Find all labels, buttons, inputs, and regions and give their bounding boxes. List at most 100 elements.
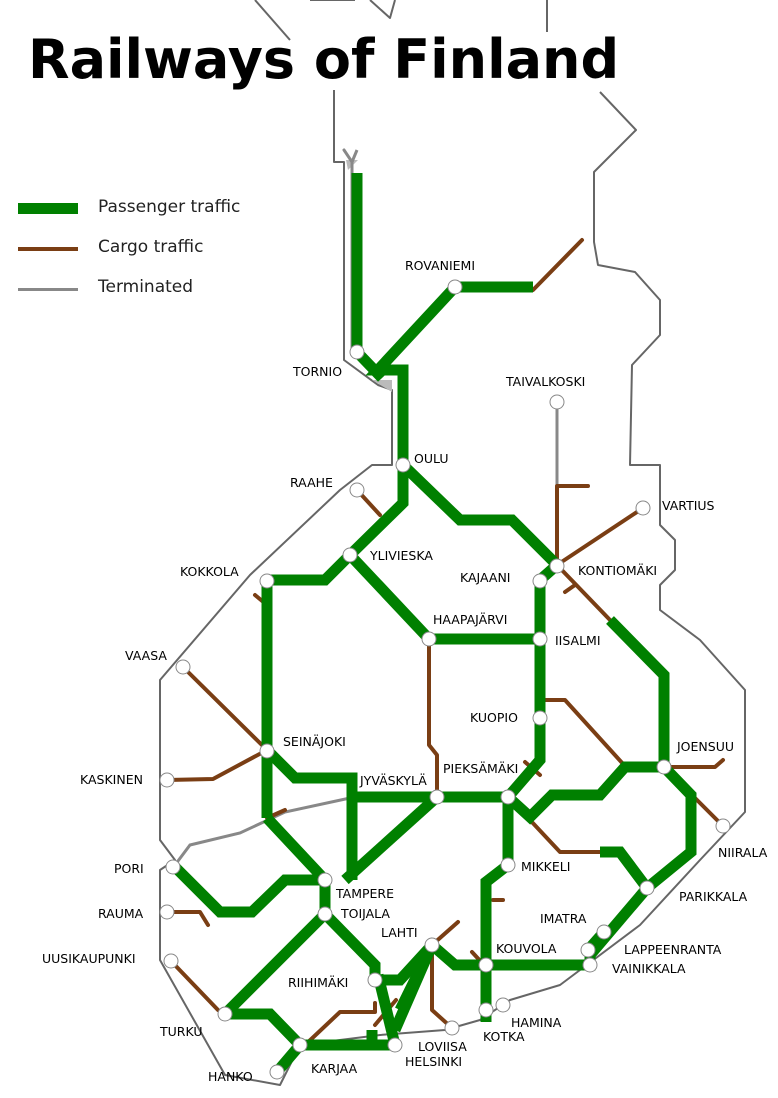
station-marker-rovaniemi[interactable] [447, 279, 463, 295]
station-label-raahe: RAAHE [290, 475, 333, 490]
station-marker-jyvaskyla[interactable] [429, 789, 445, 805]
cargo-line-taivalkoski [555, 484, 590, 567]
station-marker-helsinki[interactable] [387, 1037, 403, 1053]
cargo-line-hanko-helsinki [303, 1001, 377, 1047]
station-label-uusikaupunki: UUSIKAUPUNKI [42, 951, 136, 966]
station-marker-tampere[interactable] [317, 872, 333, 888]
passenger-line-ylivieska-kokkola [267, 551, 354, 586]
station-marker-riihimaki[interactable] [367, 972, 383, 988]
station-label-iisalmi: IISALMI [555, 633, 601, 648]
border-north-right [369, 0, 396, 19]
station-label-imatra: IMATRA [540, 911, 587, 926]
station-label-pori: PORI [114, 861, 144, 876]
station-label-ylivieska: YLIVIESKA [369, 548, 433, 563]
map-title: Railways of Finland [28, 28, 620, 91]
station-marker-hamina[interactable] [495, 997, 511, 1013]
station-label-joensuu: JOENSUU [676, 739, 734, 754]
station-label-vainikkala: VAINIKKALA [612, 961, 686, 976]
station-marker-vaasa[interactable] [175, 659, 191, 675]
border-main [159, 90, 746, 1086]
passenger-line-kontiomaki-joensuu [606, 616, 670, 767]
passenger-line-pori-tampere [171, 863, 325, 918]
station-marker-seinajoki[interactable] [259, 743, 275, 759]
station-label-rauma: RAUMA [98, 906, 144, 921]
station-marker-kuopio[interactable] [532, 710, 548, 726]
station-label-vaasa: VAASA [125, 648, 167, 663]
passenger-line-lahti-kerava [395, 942, 437, 1013]
station-marker-kajaani[interactable] [532, 573, 548, 589]
station-label-haapajarvi: HAAPAJÄRVI [433, 612, 507, 627]
station-marker-imatra[interactable] [596, 924, 612, 940]
station-marker-toijala[interactable] [317, 906, 333, 922]
station-marker-uusikaupunki[interactable] [163, 953, 179, 969]
cargo-line-rauma [165, 910, 210, 927]
station-marker-kouvola[interactable] [478, 957, 494, 973]
legend-label-terminated: Terminated [98, 277, 194, 297]
legend-swatch-cargo [18, 247, 78, 251]
station-marker-taivalkoski[interactable] [549, 394, 565, 410]
station-label-tampere: TAMPERE [335, 886, 394, 901]
station-label-rovaniemi: ROVANIEMI [405, 258, 475, 273]
station-marker-haapajarvi[interactable] [421, 631, 437, 647]
passenger-line-pieksamaki-kouvola [480, 797, 514, 1010]
passenger-line-jyvaskyla-tampere [341, 792, 441, 885]
station-label-kaskinen: KASKINEN [80, 772, 143, 787]
station-marker-joensuu[interactable] [656, 759, 672, 775]
cargo-line-kontiomaki-stub [563, 583, 577, 594]
station-label-pieksamaki: PIEKSÄMÄKI [443, 761, 518, 776]
legend-item-cargo: Cargo traffic [18, 237, 278, 261]
station-marker-raahe[interactable] [349, 482, 365, 498]
station-marker-vainikkala[interactable] [582, 957, 598, 973]
cargo-line-vartius [555, 506, 645, 567]
station-marker-tornio[interactable] [349, 344, 365, 360]
station-label-oulu: OULU [414, 451, 448, 466]
cargo-line-vaasa [181, 665, 269, 752]
station-marker-parikkala[interactable] [639, 880, 655, 896]
station-label-kotka: KOTKA [483, 1029, 525, 1044]
station-marker-loviisa[interactable] [444, 1020, 460, 1036]
legend-item-terminated: Terminated [18, 277, 278, 301]
station-marker-kontiomaki[interactable] [549, 558, 565, 574]
station-marker-kaskinen[interactable] [159, 772, 175, 788]
station-label-karjaa: KARJAA [311, 1061, 358, 1076]
passenger-line-oulu-kontiomaki [399, 461, 561, 569]
station-marker-niirala[interactable] [715, 818, 731, 834]
tornio-border-strip-2 [372, 380, 392, 392]
station-label-niirala: NIIRALA [718, 845, 768, 860]
station-marker-turku[interactable] [217, 1006, 233, 1022]
passenger-line-riihimaki-helsinki [372, 973, 401, 1047]
station-marker-lahti[interactable] [424, 937, 440, 953]
station-marker-oulu[interactable] [395, 457, 411, 473]
station-label-kajaani: KAJAANI [460, 570, 510, 585]
station-label-hanko: HANKO [208, 1069, 253, 1084]
station-label-riihimaki: RIIHIMÄKI [288, 975, 348, 990]
cargo-line-kontiomaki-joensuu [555, 563, 612, 622]
legend-item-passenger: Passenger traffic [18, 197, 278, 221]
station-marker-kotka[interactable] [478, 1002, 494, 1018]
passenger-line-seinajoki-tampere [262, 814, 330, 884]
station-marker-lappeenranta[interactable] [580, 942, 596, 958]
station-marker-pori[interactable] [165, 859, 181, 875]
station-marker-pieksamaki[interactable] [500, 789, 516, 805]
station-label-mikkeli: MIKKELI [521, 859, 570, 874]
legend-swatch-terminated [18, 288, 78, 291]
station-label-taivalkoski: TAIVALKOSKI [505, 374, 585, 389]
station-marker-mikkeli[interactable] [500, 857, 516, 873]
passenger-line-kontiomaki-iisalmi [503, 560, 561, 801]
station-marker-vartius[interactable] [635, 500, 651, 516]
station-marker-ylivieska[interactable] [342, 547, 358, 563]
station-marker-hanko[interactable] [269, 1064, 285, 1080]
cargo-line-uusikaupunki [169, 959, 220, 1012]
legend-label-cargo: Cargo traffic [98, 237, 204, 257]
station-label-kuopio: KUOPIO [470, 710, 518, 725]
station-label-lappeenranta: LAPPEENRANTA [624, 942, 722, 957]
station-marker-kokkola[interactable] [259, 573, 275, 589]
station-labels: ROVANIEMI TORNIO TAIVALKOSKI OULU RAAHE … [42, 258, 768, 1084]
legend-label-passenger: Passenger traffic [98, 197, 241, 217]
passenger-line-joensuu-parikkala [643, 763, 697, 893]
station-marker-iisalmi[interactable] [532, 631, 548, 647]
station-label-lahti: LAHTI [381, 925, 418, 940]
passenger-line-oulu-ylivieska [346, 465, 409, 559]
station-marker-karjaa[interactable] [292, 1037, 308, 1053]
station-marker-rauma[interactable] [159, 904, 175, 920]
